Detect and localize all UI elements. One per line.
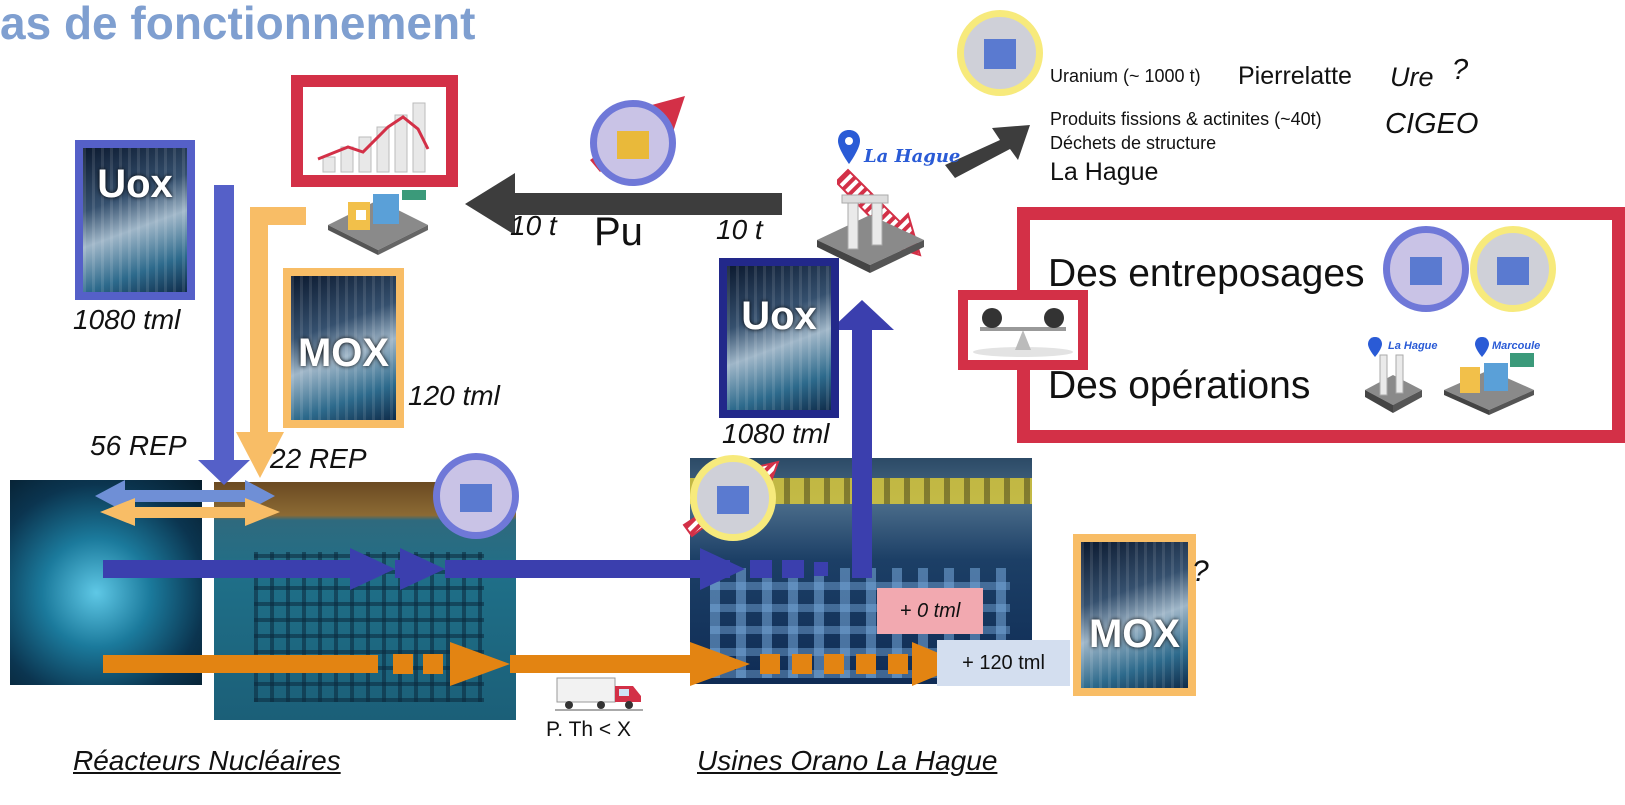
hague-output-arrow: [945, 125, 1030, 178]
storage-badge-blue: [1383, 226, 1469, 312]
output-pierrelatte: Pierrelatte: [1238, 62, 1352, 90]
storage-badge-reactor: [433, 453, 519, 539]
uox-fuel-card-hague: Uox: [719, 258, 839, 418]
output-structure: Déchets de structure: [1050, 133, 1217, 153]
hague-pin: [838, 130, 860, 169]
mox-fuel-card-right: MOX: [1073, 534, 1196, 696]
reactor-double-arrow-blue: [95, 480, 275, 512]
output-la-hague: La Hague: [1050, 158, 1159, 186]
hague-factory-icon: [812, 185, 927, 275]
output-ure-question: ?: [1452, 54, 1469, 86]
truck-caption: P. Th < X: [546, 718, 632, 741]
summary-box: [1017, 207, 1625, 443]
truck-icon: [555, 676, 643, 712]
plus-0-label: + 0 tml: [877, 588, 983, 634]
plus-120-label: + 120 tml: [937, 640, 1070, 686]
reactor-double-arrow-orange: [100, 498, 280, 526]
uox-down-arrow: [198, 185, 250, 485]
uox-top-qty: 1080 tml: [73, 304, 181, 335]
pu-label: Pu: [594, 210, 643, 254]
storage-badge-hague: [690, 455, 776, 541]
summary-pin-hague: La Hague: [1388, 340, 1438, 352]
rep-56-label: 56 REP: [90, 430, 187, 461]
summary-storage: Des entreposages: [1048, 252, 1365, 295]
storage-badge-yellow: [1470, 226, 1556, 312]
mox-question: ?: [1192, 555, 1209, 588]
output-cigeo: CIGEO: [1385, 108, 1479, 140]
summary-pin-marcoule: Marcoule: [1492, 340, 1541, 352]
pu-arrow: [465, 173, 782, 235]
storage-badge-uranium: [957, 10, 1043, 96]
summary-marcoule-icon: [1440, 335, 1538, 415]
uox-fuel-card-top: Uox: [75, 140, 195, 300]
balance-scale-icon: [973, 308, 1073, 357]
reactors-caption: Réacteurs Nucléaires: [73, 745, 341, 776]
blue-flow-arrow: [103, 300, 894, 590]
uox-hague-qty: 1080 tml: [722, 418, 830, 449]
uox-card-label: Uox: [97, 162, 173, 206]
storage-badge-pu: [590, 100, 676, 186]
uox-hague-label: Uox: [741, 294, 817, 338]
mox-top-qty: 120 tml: [408, 380, 500, 411]
output-uranium: Uranium (~ 1000 t): [1050, 66, 1201, 86]
summary-operations: Des opérations: [1048, 364, 1311, 407]
rising-chart-icon: [317, 102, 430, 173]
mox-right-label: MOX: [1088, 612, 1181, 656]
fab-factory-icon: [318, 180, 436, 255]
summary-hague-icon: [1360, 335, 1426, 413]
output-fissions: Produits fissions & actinites (~40t): [1050, 109, 1322, 129]
location-pin-icon: [838, 130, 860, 164]
output-ure: Ure: [1390, 62, 1434, 92]
mox-card-label: MOX: [297, 331, 390, 375]
page-title: as de fonctionnement: [0, 0, 476, 49]
hague-pin-label: La Hague: [864, 146, 961, 167]
rep-22-label: 22 REP: [270, 443, 367, 474]
price-chart-box: [291, 75, 458, 187]
orange-flow-arrow: [103, 642, 965, 686]
mox-fuel-card-top: MOX: [283, 268, 404, 428]
hague-plants-caption: Usines Orano La Hague: [697, 745, 998, 776]
pu-left-qty: 10 t: [510, 210, 557, 241]
mox-down-arrow: [236, 207, 306, 478]
balance-box: [958, 290, 1088, 370]
pu-right-qty: 10 t: [716, 214, 763, 245]
